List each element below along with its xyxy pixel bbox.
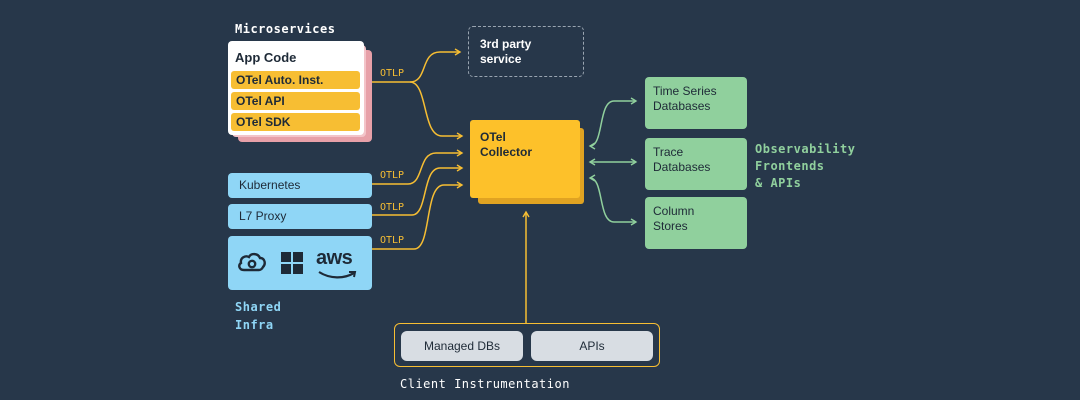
otel-api-row: OTel API: [231, 92, 360, 110]
otlp-link-kubernetes-to-collector: [372, 149, 464, 185]
collector-line1: OTel: [480, 130, 506, 144]
otlp-label: OTLP: [380, 68, 405, 79]
otlp-link-cloud-to-collector: [372, 181, 464, 250]
shared-infra-heading-line2: Infra: [235, 318, 274, 332]
otel-sdk-row: OTel SDK: [231, 113, 360, 131]
apis-box: APIs: [531, 331, 653, 361]
client-instrumentation-heading: Client Instrumentation: [400, 377, 570, 391]
kubernetes-box: Kubernetes: [228, 173, 372, 198]
third-party-service-box: 3rd party service: [468, 26, 584, 77]
cloud-providers-box: [228, 236, 372, 290]
managed-dbs-box: Managed DBs: [401, 331, 523, 361]
db-line1: Time Series: [653, 84, 717, 98]
column-stores-box: Column Stores: [645, 197, 747, 249]
otel-auto-inst-row: OTel Auto. Inst.: [231, 71, 360, 89]
db-line2: Stores: [653, 219, 688, 233]
time-series-databases-box: Time Series Databases: [645, 77, 747, 129]
client-instrumentation-frame: [394, 323, 660, 367]
observability-line2: Frontends: [755, 159, 825, 173]
app-code-title: App Code: [235, 50, 297, 65]
db-line1: Trace: [653, 145, 684, 159]
observability-line1: Observability: [755, 142, 856, 156]
otlp-label: OTLP: [380, 170, 405, 181]
otel-collector-box: OTel Collector: [470, 120, 580, 198]
third-party-line2: service: [480, 52, 522, 66]
cloud-icon: [238, 252, 266, 272]
shared-infra-heading-line1: Shared: [235, 300, 282, 314]
l7-proxy-box: L7 Proxy: [228, 204, 372, 229]
windows-icon: [281, 252, 303, 274]
db-line2: Databases: [653, 99, 711, 113]
db-line2: Databases: [653, 160, 711, 174]
otlp-label: OTLP: [380, 235, 405, 246]
trace-databases-box: Trace Databases: [645, 138, 747, 190]
observability-line3: & APIs: [755, 176, 802, 190]
third-party-line1: 3rd party: [480, 37, 532, 51]
collector-line2: Collector: [480, 145, 533, 159]
otlp-link-l7-proxy-to-collector: [372, 164, 464, 216]
otlp-link-microservices-to-collector: [409, 81, 464, 140]
link-collector-to-column-stores: [588, 174, 638, 226]
aws-smile-icon: [318, 271, 357, 279]
otlp-label: OTLP: [380, 202, 405, 213]
link-collector-to-time-series: [588, 97, 638, 150]
microservices-heading: Microservices: [235, 22, 336, 36]
aws-icon: aws: [316, 247, 353, 269]
db-line1: Column: [653, 204, 695, 218]
